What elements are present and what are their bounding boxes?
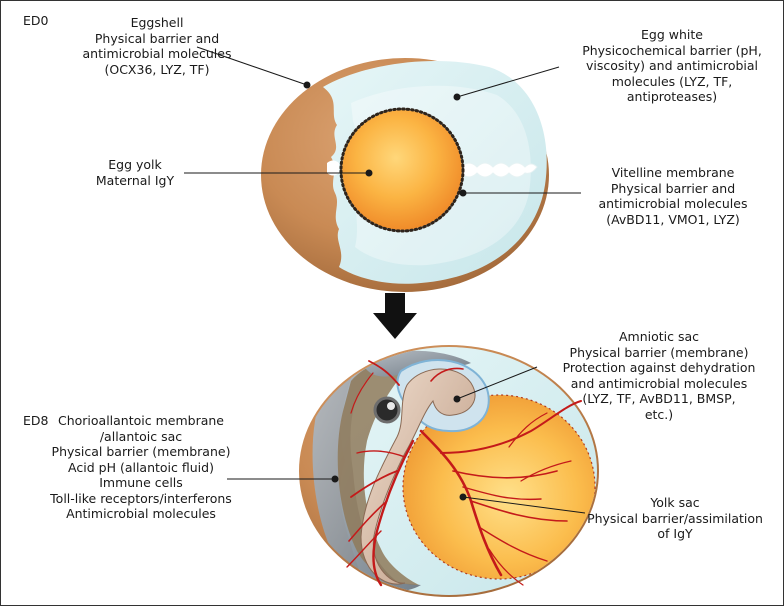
dot-yolk-sac — [459, 493, 467, 501]
label-line: Antimicrobial molecules — [66, 506, 216, 521]
leader-amniotic — [456, 366, 538, 400]
chorioallantoic-membrane — [312, 350, 421, 592]
label-line: (LYZ, TF, AvBD11, BMSP, — [582, 391, 736, 406]
dot-eggshell — [303, 81, 311, 89]
label-egg-white: Egg white Physicochemical barrier (pH, v… — [557, 27, 783, 105]
label-line: viscosity) and antimicrobial — [585, 58, 759, 73]
label-line: Maternal IgY — [95, 172, 175, 188]
dot-egg-yolk — [365, 169, 373, 177]
label-line: etc.) — [644, 406, 674, 422]
label-line: Eggshell — [130, 15, 184, 30]
label-line: and antimicrobial molecules — [570, 375, 748, 391]
label-line: Chorioallantoic membrane — [57, 413, 224, 428]
label-line: Acid pH (allantoic fluid) — [68, 459, 214, 475]
yolk-sac — [403, 395, 595, 579]
label-line: Toll-like receptors/interferons — [50, 490, 232, 506]
dot-chorioallantoic — [331, 475, 339, 483]
leader-eggshell — [196, 46, 308, 86]
egg-yolk — [342, 110, 462, 230]
egg-ed0 — [261, 58, 549, 292]
label-line: Physical barrier (membrane) — [51, 444, 231, 459]
label-line: Egg white — [641, 27, 703, 42]
label-eggshell: Eggshell Physical barrier and antimicrob… — [57, 15, 257, 77]
yolk-sac-boundary — [402, 394, 596, 580]
label-line: Vitelline membrane — [611, 165, 735, 180]
label-line: of IgY — [657, 526, 693, 541]
down-arrow-icon — [373, 293, 417, 339]
stage-label-ed0: ED0 — [23, 13, 49, 28]
leader-egg-white — [456, 66, 560, 98]
label-yolk-sac: Yolk sac Physical barrier/assimilation o… — [575, 495, 775, 542]
stage-label-ed8: ED8 — [23, 413, 49, 428]
label-line: molecules (LYZ, TF, — [611, 73, 733, 89]
label-egg-yolk: Egg yolk Maternal IgY — [85, 157, 185, 188]
label-line: antimicrobial molecules — [598, 196, 748, 211]
allantoic-sac — [337, 359, 419, 585]
dot-vitelline — [459, 189, 467, 197]
label-line: Physical barrier and — [610, 180, 736, 196]
leader-lines — [184, 46, 586, 514]
dot-amniotic — [453, 395, 461, 403]
label-line: /allantoic sac — [99, 428, 183, 444]
label-line: (AvBD11, VMO1, LYZ) — [606, 211, 740, 227]
leader-yolk-sac — [462, 496, 586, 514]
label-line: Protection against dehydration — [562, 360, 756, 375]
embryo-eye — [373, 396, 401, 424]
label-amniotic-sac: Amniotic sac Physical barrier (membrane)… — [541, 329, 777, 422]
label-line: Yolk sac — [650, 495, 700, 510]
label-line: Amniotic sac — [618, 329, 700, 344]
label-line: Physicochemical barrier (pH, — [582, 42, 762, 58]
label-line: (OCX36, LYZ, TF) — [104, 61, 210, 77]
label-chorioallantoic: Chorioallantoic membrane /allantoic sac … — [41, 413, 241, 522]
label-line: Egg yolk — [108, 157, 162, 172]
label-line: antimicrobial molecules — [82, 46, 232, 61]
label-line: Physical barrier (membrane) — [569, 344, 749, 360]
blood-vessels — [346, 360, 582, 587]
label-line: Physical barrier/assimilation — [587, 510, 763, 526]
chalaza-left — [327, 160, 339, 176]
embryo-eye-highlight — [387, 402, 395, 410]
dot-egg-white — [453, 93, 461, 101]
label-line: Physical barrier and — [94, 30, 220, 46]
vitelline-membrane — [339, 107, 465, 233]
label-vitelline-membrane: Vitelline membrane Physical barrier and … — [573, 165, 773, 227]
label-line: antiproteases) — [626, 89, 718, 104]
chalaza — [460, 162, 538, 178]
egg-ed8 — [299, 345, 599, 597]
label-line: Immune cells — [99, 475, 183, 490]
